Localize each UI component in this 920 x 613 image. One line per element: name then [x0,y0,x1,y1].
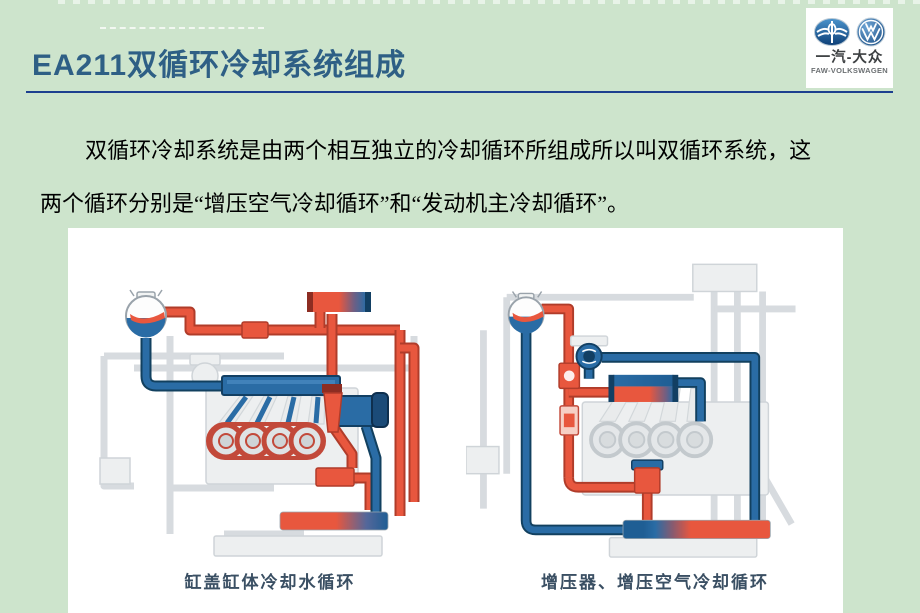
engine-coolant-circuit-svg [99,289,420,557]
low-temperature-radiator [622,519,771,540]
faw-vw-logo: 一汽-大众 FAW-VOLKSWAGEN [806,8,893,88]
right-diagram-caption: 增压器、增压空气冷却循环 [541,573,769,592]
heater-core [307,292,371,312]
expansion-tank [507,291,545,334]
body-line-1: 双循环冷却系统是由两个相互独立的冷却循环所组成所以叫双循环系统，这 [85,138,812,163]
engine-coolant-circuit-diagram [74,236,466,566]
body-line-2: 两个循环分别是“增压空气冷却循环”和“发动机主冷却循环”。 [40,191,630,216]
charge-air-cooling-circuit-diagram [466,236,844,566]
title-underline [26,91,893,93]
body-paragraph: 双循环冷却系统是由两个相互独立的冷却循环所组成所以叫双循环系统，这 两个循环分别… [40,124,880,230]
cold-coolant-pipes [520,332,761,536]
expansion-tank [125,289,167,338]
faw-logo-icon [814,18,850,46]
radiator [279,511,389,531]
slide-top-edge-artifact [58,0,920,4]
left-diagram-caption: 缸盖缸体冷却水循环 [184,573,356,592]
coolant-pump-housing [322,384,389,433]
valve-dial [563,370,575,382]
figure-panel: 缸盖缸体冷却水循环 增压器、增压空气冷却循环 [68,228,843,613]
engine-block-ghost [581,387,770,496]
ghost-pipes [466,263,796,558]
dashed-line-artifact [100,27,264,29]
logo-subtitle-text: FAW-VOLKSWAGEN [811,66,888,75]
charge-air-intercooler [608,374,679,402]
heater-return-block [315,467,355,487]
logo-brand-text: 一汽-大众 [815,50,884,66]
engine-cylinders [206,422,326,460]
cold-coolant-pipes [140,338,382,512]
charge-air-cooling-circuit-svg [466,263,796,558]
water-rail-highlight [227,380,335,384]
electric-coolant-pump [569,335,609,370]
coupling-core [563,413,575,428]
page-title: EA211双循环冷却系统组成 [32,49,407,82]
logo-row [813,17,886,47]
hot-coolant-pipes [541,303,653,525]
junction-block [631,459,664,494]
pipe-coupling [241,321,269,339]
vw-logo-icon [856,17,886,47]
